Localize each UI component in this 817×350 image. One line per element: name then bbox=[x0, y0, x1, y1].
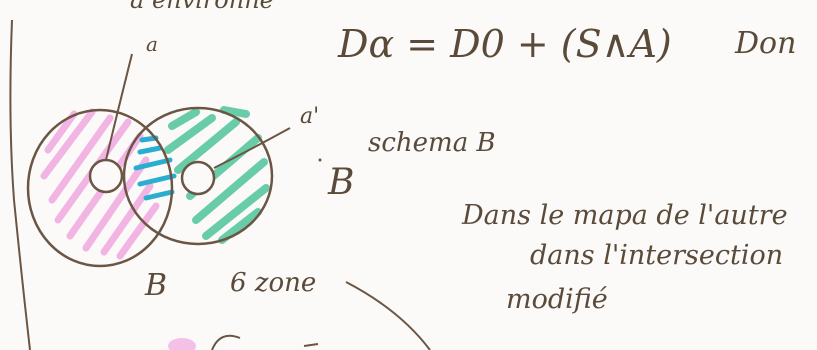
bottom-partial-mark bbox=[211, 334, 241, 350]
left-disk-outline bbox=[26, 108, 174, 268]
right-inner-circle bbox=[180, 160, 216, 196]
comment-line-2: dans l'intersection bbox=[530, 240, 784, 271]
dot-mark bbox=[318, 158, 322, 162]
green-hatching bbox=[164, 106, 270, 244]
equation: Dα = D0 + (S∧A) bbox=[338, 22, 672, 66]
intersection-hatching bbox=[133, 135, 177, 201]
margin-line bbox=[9, 19, 31, 350]
schema-text: schema B bbox=[368, 128, 496, 158]
bottom-pink-blob bbox=[168, 338, 196, 350]
bottom-stroke bbox=[345, 281, 431, 350]
comment-line-1: Dans le mapa de l'autre bbox=[462, 200, 788, 231]
leader-a bbox=[105, 53, 133, 161]
left-inner-circle bbox=[88, 158, 124, 194]
top-fragment: a environne bbox=[130, 0, 274, 14]
label-a-prime: a' bbox=[300, 104, 320, 129]
right-disk-outline bbox=[122, 106, 274, 246]
zone-label: 6 zone bbox=[230, 268, 317, 298]
leader-a-prime bbox=[213, 127, 291, 169]
schema-label: B bbox=[328, 162, 355, 203]
comment-line-3: modifié bbox=[506, 284, 608, 315]
bottom-small-mark bbox=[303, 343, 319, 347]
bottom-b-label: B bbox=[145, 268, 168, 303]
top-right-fragment: Don bbox=[735, 26, 797, 61]
label-a: a bbox=[146, 32, 158, 56]
